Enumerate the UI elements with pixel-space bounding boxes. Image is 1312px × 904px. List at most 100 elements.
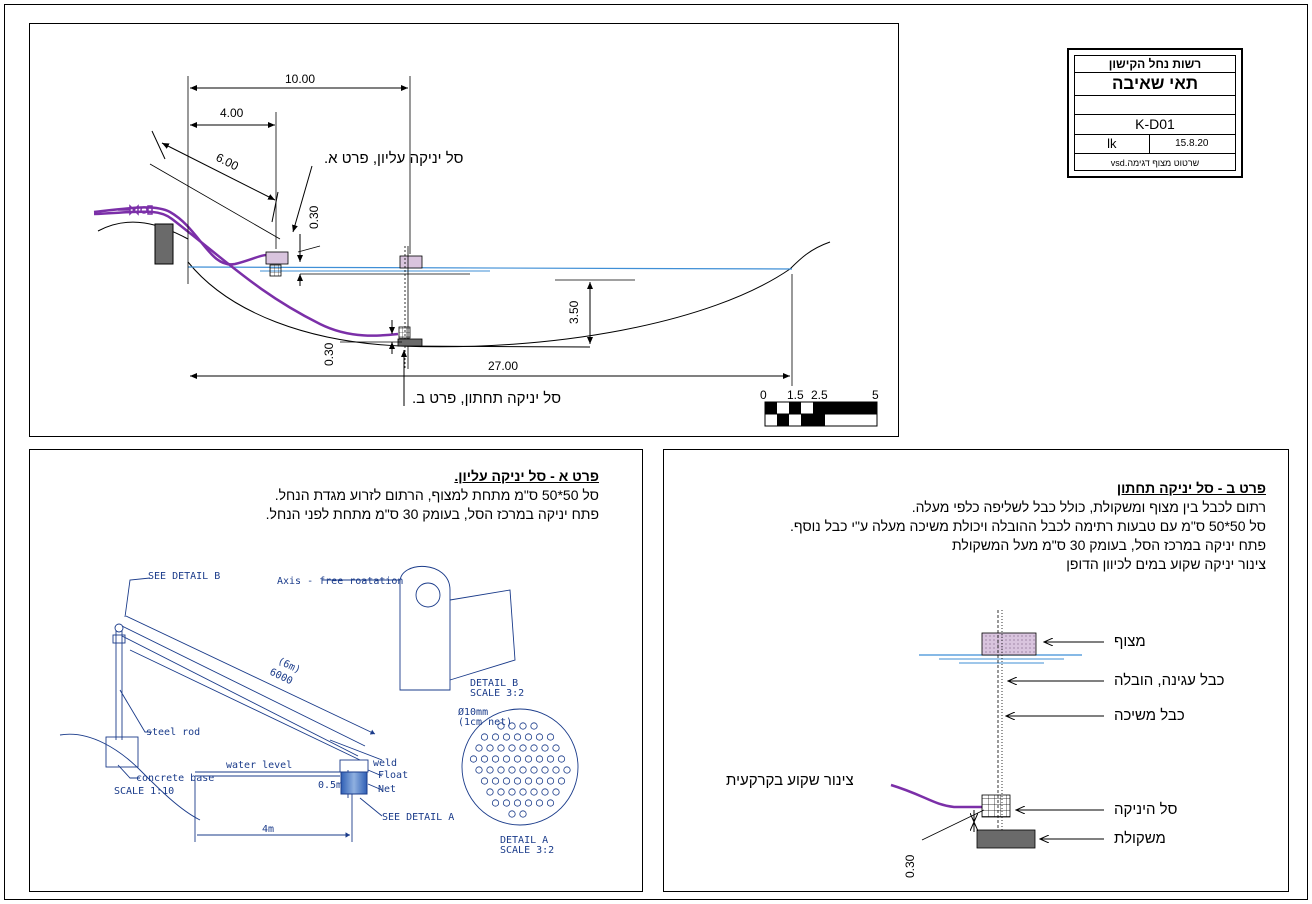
float-label: מצוף [1114, 633, 1146, 650]
perforation-hole [530, 766, 538, 774]
perforation-hole [497, 722, 505, 730]
dim-030-b-leader [921, 809, 985, 841]
scale-tick-15: 1.5 [787, 388, 804, 402]
scale-tick-25: 2.5 [811, 388, 828, 402]
perforation-hole [557, 777, 566, 785]
detail-b-line1: רתום לכבל בין מצוף ומשקולת, כולל כבל לשל… [911, 499, 1266, 515]
dim-030-b-text: 0.30 [903, 854, 917, 878]
dim-6-tick-left [151, 130, 166, 160]
see-detail-a-leader [359, 797, 383, 817]
concrete-base-leader [117, 764, 140, 779]
pivot-circle [114, 623, 124, 633]
dim-030-top-ext [297, 245, 321, 253]
arm-brace [129, 649, 361, 761]
title-block-authority: רשות נחל הקישון [1075, 56, 1235, 73]
perforation-hole [541, 744, 549, 752]
dim-030-bottom-text: 0.30 [322, 342, 336, 366]
detail-b-plate [399, 565, 451, 691]
perforation-hole [541, 766, 549, 774]
perforation-hole [502, 799, 511, 807]
perforation-hole [519, 744, 527, 752]
dim-10-text: 10.00 [285, 72, 315, 86]
perforation-hole [480, 777, 489, 785]
detail-b-line2: סל 50*50 ס"מ עם טבעות רתימה לכבל ההובלה … [789, 518, 1266, 534]
title-block-blank [1075, 96, 1235, 115]
perforation-hole [519, 722, 527, 730]
detail-a-panel: פרט א - סל יניקה עליון. סל 50*50 ס"מ מתח… [29, 449, 643, 892]
detail-a-line1: סל 50*50 ס"מ מתחת למצוף, הרתום לזרוע מגד… [274, 487, 599, 503]
perforation-hole [508, 722, 516, 730]
perforation-hole [513, 777, 522, 785]
detail-b-heading: פרט ב - סל יניקה תחתון [1116, 480, 1266, 496]
float-detail [981, 632, 1037, 656]
perforation-hole [546, 777, 555, 785]
perforation-hole [541, 788, 549, 796]
upper-float [265, 251, 289, 265]
steel-rod-leader [119, 689, 152, 733]
detail-b-label-text: DETAIL B [470, 678, 518, 689]
pipe-label: צינור שקוע בקרקעית [726, 772, 854, 789]
pole-clamp [112, 634, 126, 644]
perforation-hole [519, 810, 527, 818]
basket-detail [981, 794, 1011, 818]
perforation-hole [486, 744, 494, 752]
cross-section-panel: 10.00 4.00 6.00 0.30 3.50 0.30 27.00 [29, 23, 899, 437]
perforation-hole [546, 799, 555, 807]
see-detail-b-text: SEE DETAIL B [148, 571, 220, 582]
pipe-lower [93, 210, 399, 337]
see-detail-b-leader [124, 577, 151, 618]
scale-tick-0: 0 [760, 388, 767, 402]
arm-dimension-line [125, 615, 376, 735]
title-block-drawing-no: K-D01 [1075, 115, 1235, 135]
lower-basket-text: סל יניקה תחתון, פרט ב. [412, 390, 562, 407]
depth-text: 0.5m [318, 780, 342, 791]
weight-label: משקולת [1114, 830, 1166, 847]
arm-top [121, 625, 366, 747]
perforation-hole [535, 799, 544, 807]
upper-basket [269, 264, 282, 277]
weld-leader [329, 739, 383, 761]
weight-detail [976, 829, 1036, 849]
detail-a-label-text: DETAIL A [500, 835, 548, 846]
pipe-detail [890, 783, 982, 809]
net-text: Net [378, 784, 396, 795]
see-detail-a-text: SEE DETAIL A [382, 812, 454, 823]
perforation-hole [546, 755, 555, 763]
pipe-upper [93, 206, 276, 266]
detail-b-arm [449, 589, 516, 681]
perforation-hole [530, 788, 538, 796]
basket-label: סל היניקה [1114, 801, 1178, 818]
dim-27-text: 27.00 [488, 359, 518, 373]
perforation-hole [530, 722, 538, 730]
net-fill [340, 771, 368, 795]
net-leader [367, 783, 383, 791]
upper-basket-text: סל יניקה עליון, פרט א. [324, 150, 464, 167]
perforation-hole [497, 744, 505, 752]
perforation-hole [475, 766, 483, 774]
perforation-hole [475, 744, 483, 752]
detail-b-panel: פרט ב - סל יניקה תחתון רתום לכבל בין מצו… [663, 449, 1289, 892]
dim-6-text: 6.00 [214, 150, 241, 173]
perforation-hole [557, 755, 566, 763]
detail-b-drawing: 0.30 [890, 610, 1104, 878]
detail-b-line3: פתח יניקה במרכז הסל, בעומק 30 ס"מ מעל המ… [952, 537, 1266, 553]
perforation-hole [519, 788, 527, 796]
perforation-hole [563, 766, 571, 774]
float-box [339, 759, 369, 773]
perforation-hole [491, 777, 500, 785]
detail-a-line2: פתח יניקה במרכז הסל, בעומק 30 ס"מ מתחת ל… [265, 506, 599, 522]
upper-basket-callout-arrow [292, 165, 313, 233]
perforation-hole [469, 755, 478, 763]
perforation-hole [491, 799, 500, 807]
float-leader [367, 769, 383, 777]
perforation-hole [486, 788, 494, 796]
perforation-hole [480, 733, 489, 741]
axis-note-text: Axis - free roatation [277, 576, 403, 587]
perforation-hole [519, 766, 527, 774]
left-bank-line [97, 221, 189, 240]
hole-note-1: Ø10mm [458, 706, 488, 718]
dim-6-tick-right [271, 191, 279, 223]
lower-weight [397, 338, 423, 347]
perforation-hole [508, 766, 516, 774]
scale-bar: 0 1.5 2.5 5 [760, 388, 879, 427]
